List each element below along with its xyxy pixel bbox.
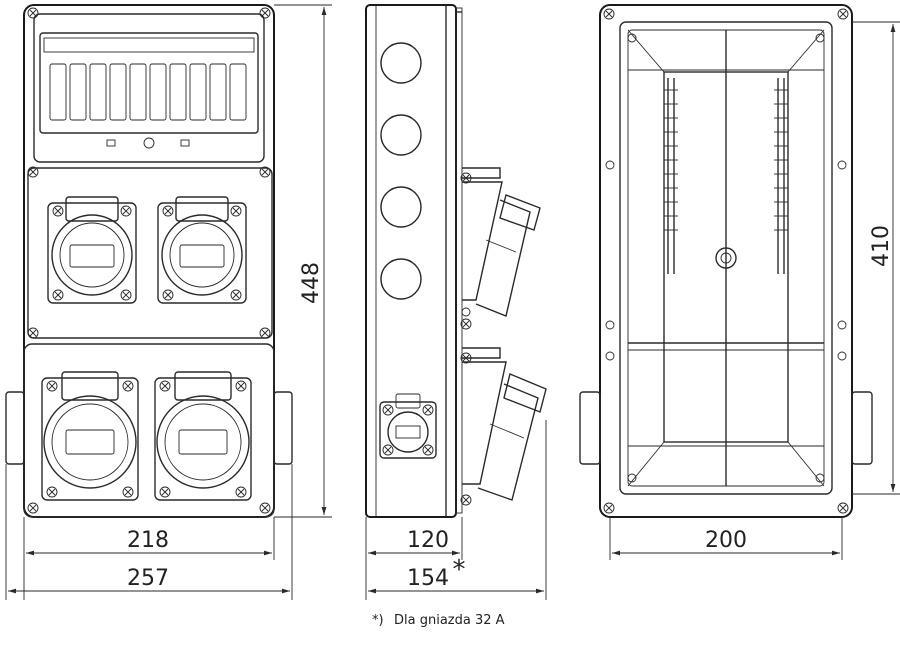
dimension-side-depth: 120 [407,528,449,553]
screw-icon [603,8,615,20]
front-enclosure-outline [23,4,275,518]
dimension-back-width: 200 [705,528,747,553]
socket-icon [379,393,437,459]
screw-icon [27,502,39,514]
rail-ticks-right [774,89,788,231]
screw-icon [259,502,271,514]
screw-icon [259,7,271,19]
socket-icon [157,196,247,304]
socket-module-upper [27,167,273,339]
mounting-bracket [5,391,25,465]
socket-icon [41,371,139,501]
dimension-front-inner-width: 218 [127,528,169,553]
screw-icon [259,327,271,339]
footnote-marker: *) [372,613,384,628]
cable-entry-icon [380,258,422,300]
mounting-bracket [851,391,873,465]
screw-icon [837,8,849,20]
breaker-window [39,32,259,134]
back-enclosure-outline [599,4,853,518]
socket-protrusion-lower [460,347,547,506]
dimension-asterisk: * [453,555,466,585]
dimension-front-height: 448 [299,262,324,304]
mounting-bracket [579,391,601,465]
screw-icon [27,327,39,339]
cable-entry-icon [380,186,422,228]
cable-entry-icon [380,114,422,156]
lock-icon [143,137,155,149]
breaker-module [33,13,265,163]
screw-icon [603,502,615,514]
dimension-front-outer-width: 257 [127,566,169,591]
socket-icon [154,371,252,501]
mounting-bracket [273,391,293,465]
center-hole-icon [715,247,737,269]
front-view [5,4,332,600]
socket-icon [47,196,137,304]
rail-ticks-left [664,89,678,231]
side-view [365,4,547,600]
footnote-text: Dla gniazda 32 A [394,613,505,628]
dimension-side-depth-socket: 154 [407,566,449,591]
dimension-back-height: 410 [869,225,894,267]
cable-entry-icon [380,42,422,84]
back-view [579,4,900,560]
screw-icon [27,7,39,19]
breaker-slots [49,63,247,121]
screw-icon [837,502,849,514]
socket-protrusion-upper [460,167,541,330]
